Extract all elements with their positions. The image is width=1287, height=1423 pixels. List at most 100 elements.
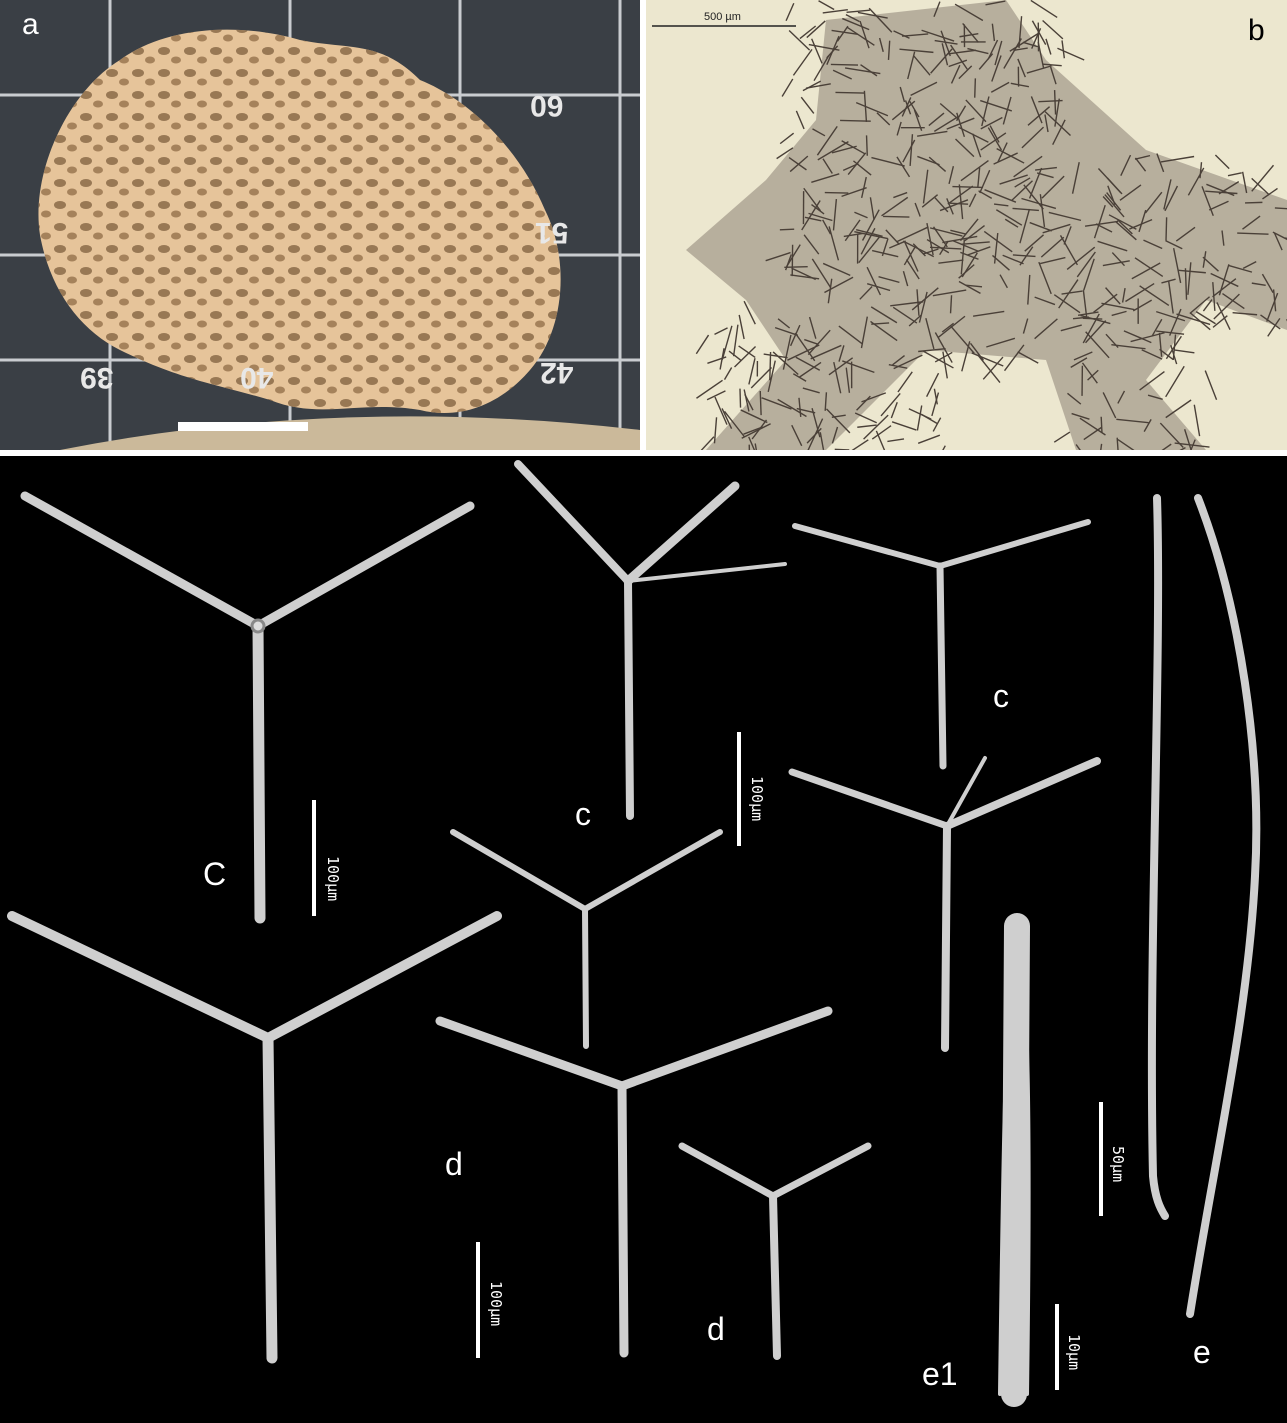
spicule-stroke [808,212,833,222]
spicule-stroke [913,55,931,76]
spicule-stroke [728,350,742,362]
spicule-stroke [1267,317,1281,337]
scale-label: 100µm [487,1281,505,1327]
spicule-stroke [890,402,898,419]
spicule-stroke [934,332,953,363]
spicule-stroke [1165,335,1182,360]
spicule-stroke [1009,32,1039,52]
panel-sem-spicules: C c c d d e e1 100µm 100µm 100µm 50µm 10… [0,456,1287,1423]
spicule-stroke [1213,293,1240,320]
spicule-stroke [916,289,920,316]
spicule-stroke [800,96,815,114]
spicule-stroke [878,275,900,284]
spicule-stroke [1227,172,1242,177]
scale-label: 50µm [1109,1146,1127,1183]
spicule-stroke [863,90,868,122]
spicule-stroke [982,356,1004,380]
spicule-stroke [860,316,869,349]
spicule-stroke [1262,187,1278,200]
spicule-stroke [921,29,955,42]
spicule-stroke [713,417,718,444]
spicule-stroke [1044,111,1071,137]
spicule-stroke [977,354,1001,383]
spicule-stroke [1102,392,1117,419]
spicule-stroke [1071,412,1090,420]
spicule-stroke [1251,177,1270,196]
spicule-stroke [1040,236,1065,258]
spicule-stroke [1242,215,1261,230]
spicule-stroke [1057,47,1085,61]
spicule-stroke [1022,318,1029,334]
spicule-stroke [767,360,776,393]
spicule-stroke [846,26,875,46]
spicule-stroke [1272,231,1287,241]
spicule-stroke [1102,260,1130,267]
spicule-stroke [1044,114,1049,133]
spicule-stroke [991,55,1002,82]
spicule-stroke [910,81,938,96]
spicule-stroke [782,334,792,370]
spicule-stroke [748,436,756,450]
spicule-stroke [896,226,929,243]
spicule-stroke [806,20,826,39]
spicule-stroke [846,9,870,14]
spicule-stroke [831,29,859,36]
grid-number: 60 [530,89,564,122]
spicule-stroke [1204,370,1218,401]
spicule-stroke [811,258,832,289]
spicule-stroke [1272,289,1277,312]
spicule-stroke [902,139,916,163]
spicule-stroke [860,227,876,255]
spicule-stroke [918,348,946,353]
spicule-stroke [993,152,1018,165]
spicule-stroke [1076,251,1096,278]
spicule-stroke [893,30,910,39]
spicule-stroke [1173,349,1195,354]
spicule-stroke [740,409,768,424]
spicule-stroke [899,86,906,103]
spicule-stroke [948,166,955,185]
spicule-stroke [1093,204,1106,239]
spicule-stroke [1159,422,1184,448]
spicule-stroke [1261,273,1274,294]
spicule-stroke [1274,207,1287,210]
spicule-stroke [1053,294,1081,314]
spicule-stroke [1061,40,1066,59]
spicule-stroke [855,228,883,237]
spicule-stroke [779,132,795,145]
skeleton-mass [686,0,1287,450]
spicule-stroke [888,363,908,369]
spicule-stroke [1120,154,1132,177]
spicule-stroke [1058,279,1079,309]
spicule-stroke [1202,299,1213,312]
spicule-stroke [1037,41,1045,69]
spicule-stroke [714,327,728,336]
spicule-stroke [857,11,888,19]
spicule-stroke [908,314,922,327]
spicule-stroke [933,116,959,132]
spicule-stroke [1115,220,1137,241]
spicule-stroke [827,278,833,304]
spicule-stroke [908,408,932,420]
spicule-stroke [917,130,948,137]
spicule-stroke [1201,186,1214,216]
spicule-stroke [1030,96,1043,124]
spicule-stroke [942,351,948,379]
spicule-stroke [1084,220,1119,227]
spicule-stroke [929,246,962,250]
spicule-stroke [696,379,723,399]
spicule-stroke [845,367,851,393]
spicule-stroke [1147,394,1163,401]
scale-bar [178,422,308,431]
spicule-stroke [931,392,940,417]
triactine-C [20,491,475,924]
spicule-stroke [942,235,978,244]
spicule-stroke [1077,311,1099,317]
label-c: c [993,678,1009,714]
spicule-stroke [859,20,870,49]
label-e1: e1 [922,1356,958,1392]
spicule-stroke [813,55,830,82]
spicule-stroke [1027,274,1031,305]
spicule-stroke [934,39,958,45]
spicule-stroke [950,229,967,235]
